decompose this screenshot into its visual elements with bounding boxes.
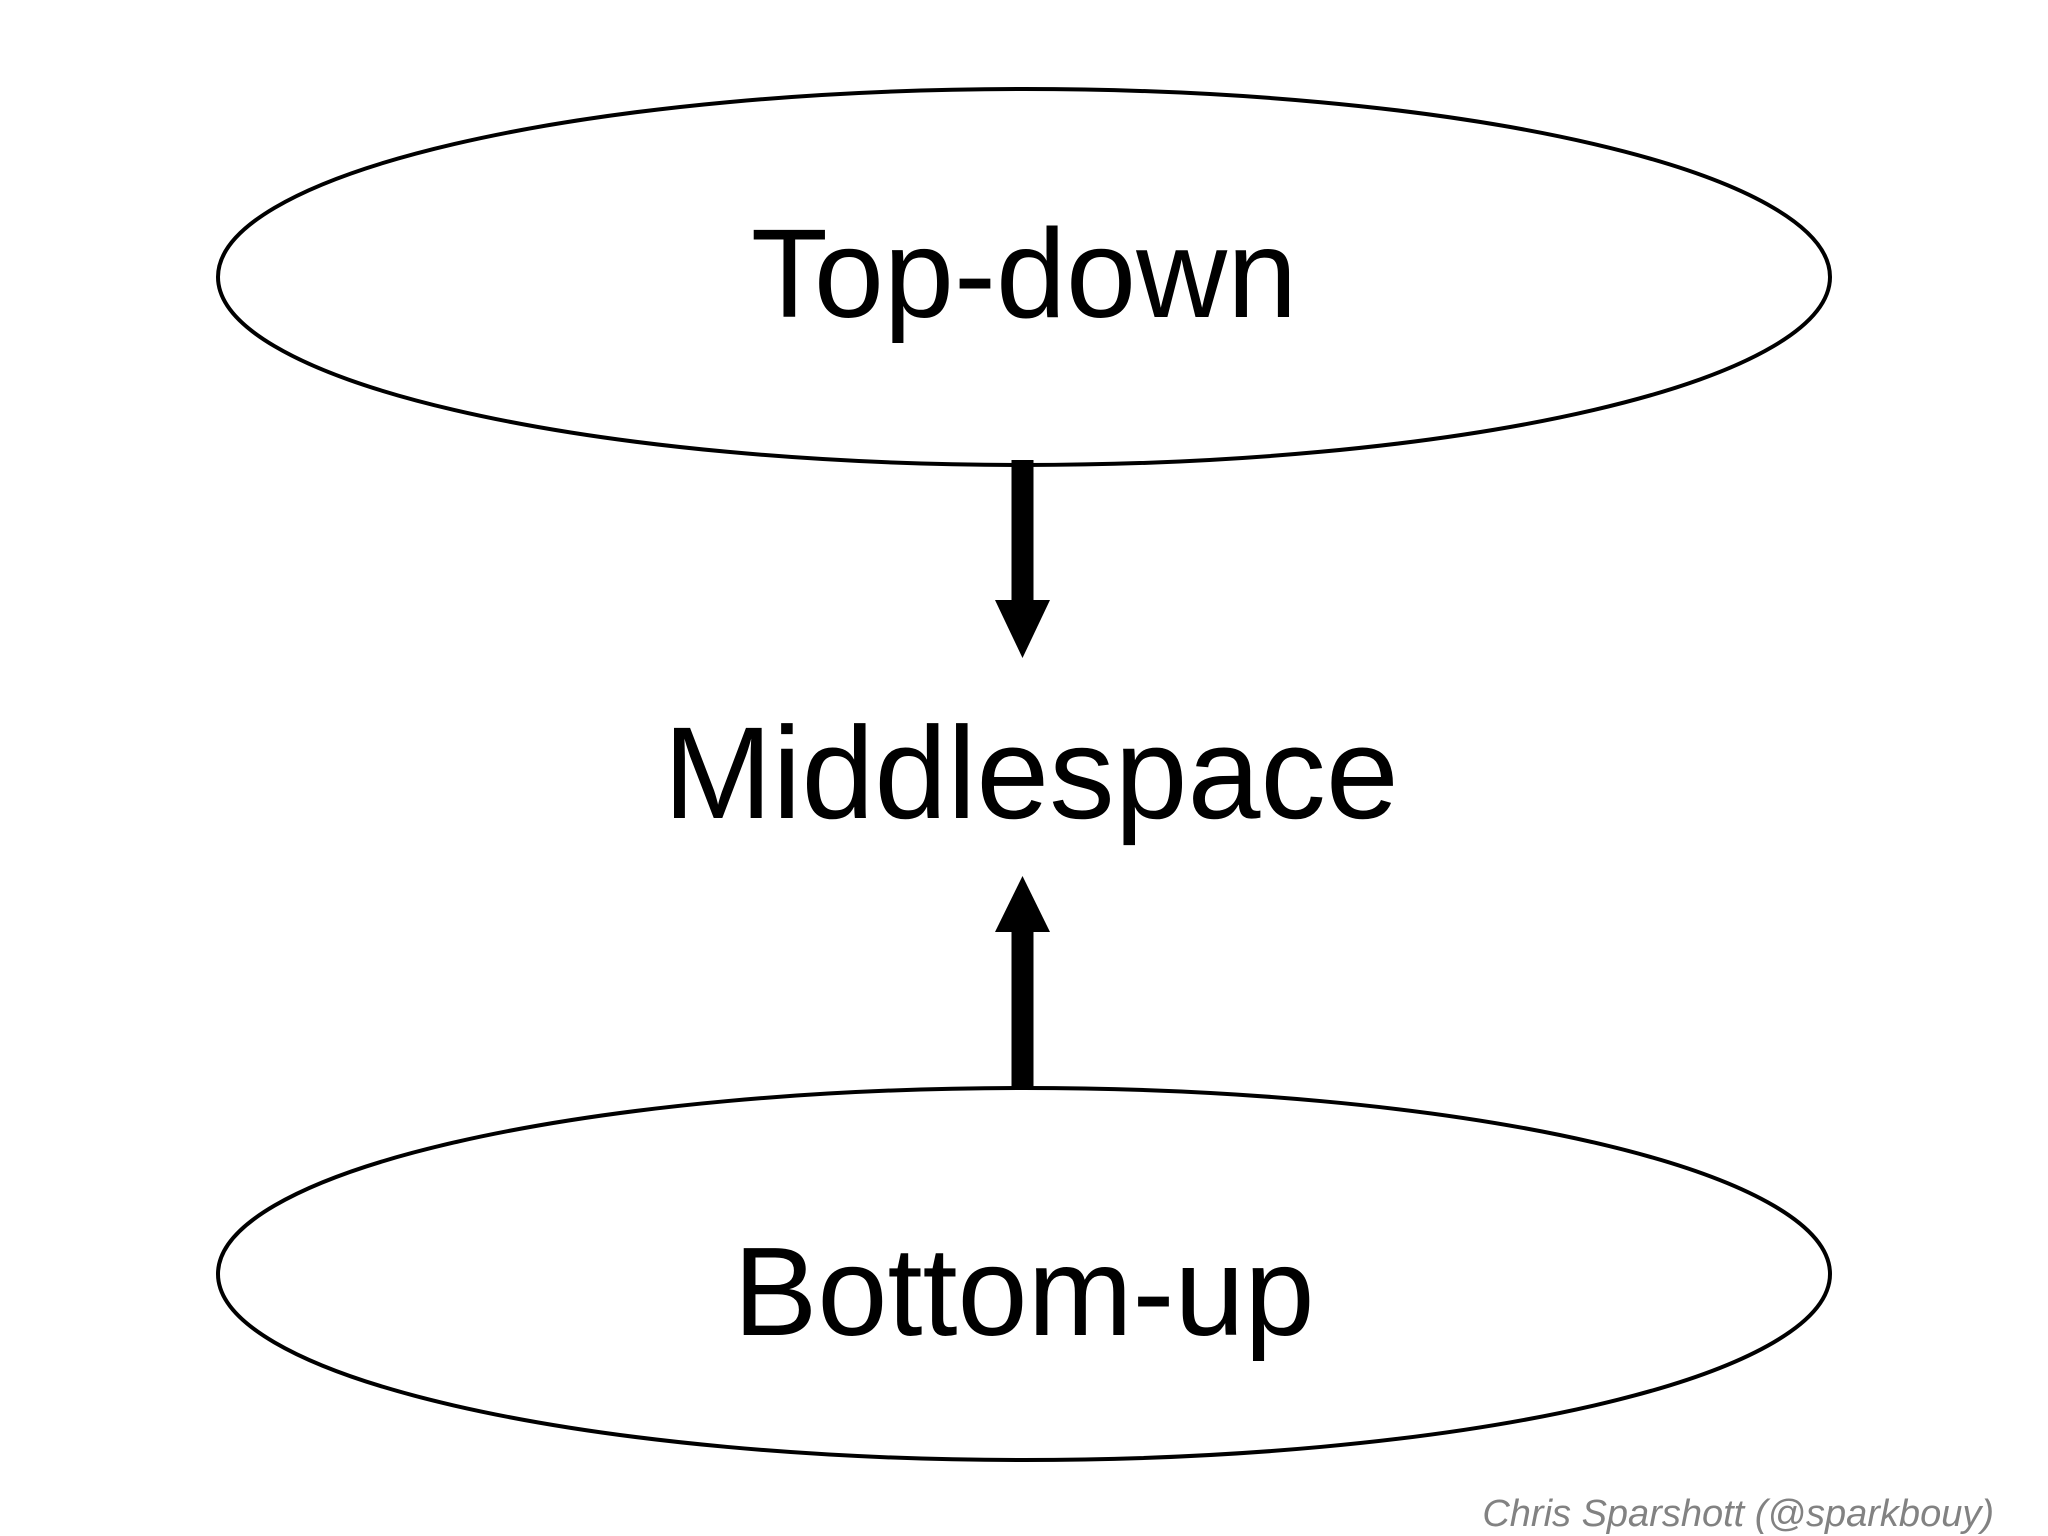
credit-text: Chris Sparshott (@sparkbouy)	[1482, 1493, 1994, 1535]
arrow-down-icon	[995, 460, 1050, 658]
arrow-up-shaft	[1011, 930, 1034, 1090]
bottom-up-node-ellipse	[216, 1086, 1832, 1462]
arrow-down-head	[995, 600, 1050, 658]
bottom-up-node-label: Bottom-up	[733, 1221, 1314, 1362]
arrow-up-head	[995, 876, 1050, 932]
arrow-up-icon	[995, 876, 1050, 1090]
arrow-down-shaft	[1011, 460, 1034, 604]
middlespace-label: Middlespace	[663, 699, 1398, 846]
top-down-node-label: Top-down	[751, 203, 1297, 344]
